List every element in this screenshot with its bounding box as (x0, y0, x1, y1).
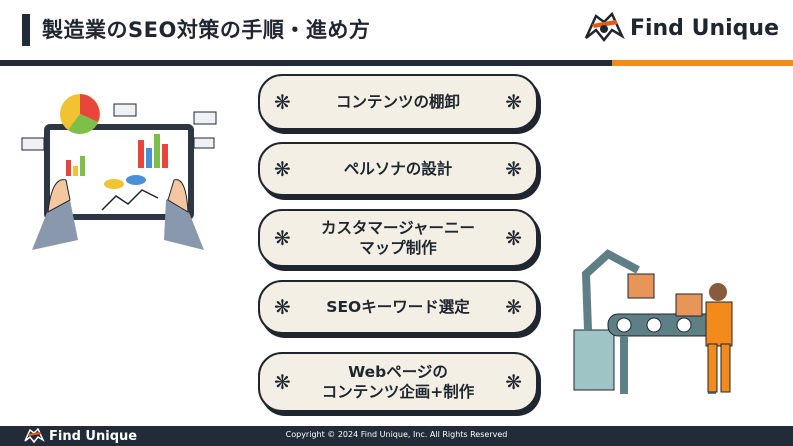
step-label: コンテンツの棚卸 (335, 93, 460, 111)
asterisk-flower-icon: ❋ (274, 90, 291, 114)
step-seo-keyword-selection: ❋ SEOキーワード選定 ❋ (258, 280, 538, 334)
find-unique-logo-icon (584, 12, 625, 43)
title-accent-bar (22, 14, 30, 46)
step-label: SEOキーワード選定 (326, 298, 470, 316)
header-rule-dark (0, 60, 612, 66)
asterisk-flower-icon: ❋ (274, 370, 291, 394)
asterisk-flower-icon: ❋ (274, 157, 291, 181)
asterisk-flower-icon: ❋ (505, 295, 522, 319)
step-persona-design: ❋ ペルソナの設計 ❋ (258, 142, 538, 196)
asterisk-flower-icon: ❋ (274, 226, 291, 250)
step-customer-journey-map: ❋ カスタマージャーニー マップ制作 ❋ (258, 209, 538, 267)
footer: Find Unique Copyright © 2024 Find Unique… (0, 426, 793, 446)
step-label: ペルソナの設計 (343, 160, 453, 178)
tablet-analytics-illustration (21, 94, 217, 250)
factory-worker-illustration (573, 249, 733, 394)
step-content-inventory: ❋ コンテンツの棚卸 ❋ (258, 74, 538, 130)
footer-logo: Find Unique (22, 428, 137, 444)
asterisk-flower-icon: ❋ (505, 226, 522, 250)
asterisk-flower-icon: ❋ (505, 157, 522, 181)
step-web-content-planning: ❋ Webページの コンテンツ企画+制作 ❋ (258, 352, 538, 412)
logo-text: Find Unique (629, 15, 779, 41)
footer-logo-text: Find Unique (49, 428, 138, 444)
asterisk-flower-icon: ❋ (274, 295, 291, 319)
asterisk-flower-icon: ❋ (505, 370, 522, 394)
step-label: カスタマージャーニー マップ制作 (321, 219, 475, 257)
page-title: 製造業のSEO対策の手順・進め方 (42, 18, 371, 42)
copyright-text: Copyright © 2024 Find Unique, Inc. All R… (285, 430, 508, 439)
step-label: Webページの コンテンツ企画+制作 (321, 363, 475, 401)
header-logo: Find Unique (582, 12, 779, 44)
asterisk-flower-icon: ❋ (505, 90, 522, 114)
header-rule-accent (612, 60, 793, 66)
find-unique-logo-icon (24, 428, 45, 444)
